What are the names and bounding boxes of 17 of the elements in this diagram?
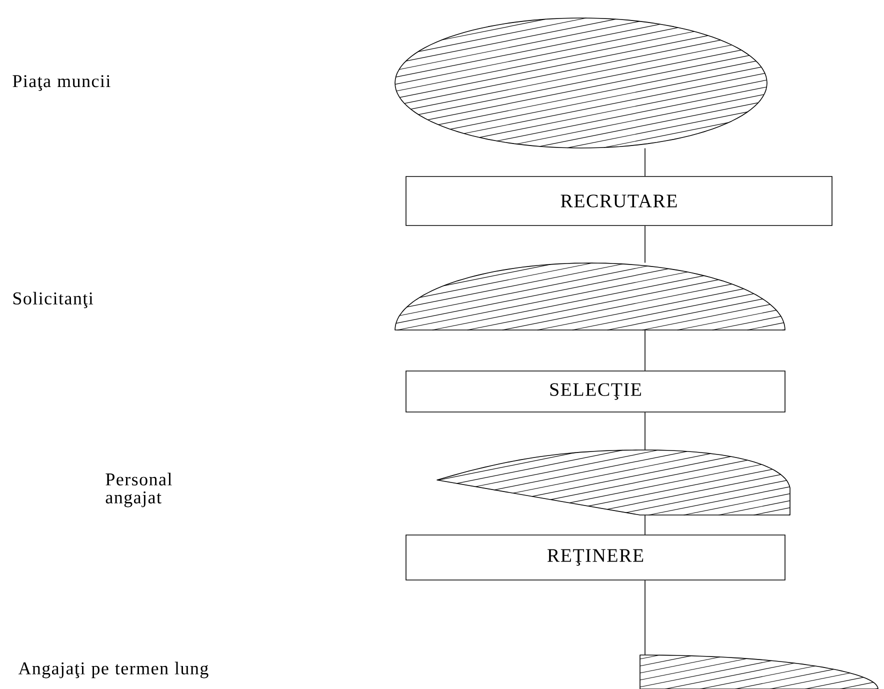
hatched-half-ellipse-drawing (394, 262, 786, 330)
connector-line (644, 580, 646, 656)
process-box: SELECŢIE (406, 370, 786, 412)
connector-line (644, 330, 646, 371)
connector-line (644, 514, 646, 535)
connector-line (644, 412, 646, 450)
label-text: Solicitanţi (13, 292, 94, 308)
hatched-quarter-ellipse-drawing (640, 654, 878, 689)
hatched-segment-drawing (436, 450, 790, 516)
hatched-ellipse-drawing (394, 18, 768, 148)
label-text: Personal angajat (106, 472, 172, 508)
label-text: Angajaţi pe termen lung (18, 662, 208, 678)
connector-line (644, 226, 646, 264)
label-text: Piaţa muncii (12, 75, 110, 91)
process-box: REŢINERE (406, 534, 786, 580)
process-box: RECRUTARE (406, 176, 832, 226)
connector-line (644, 148, 646, 176)
